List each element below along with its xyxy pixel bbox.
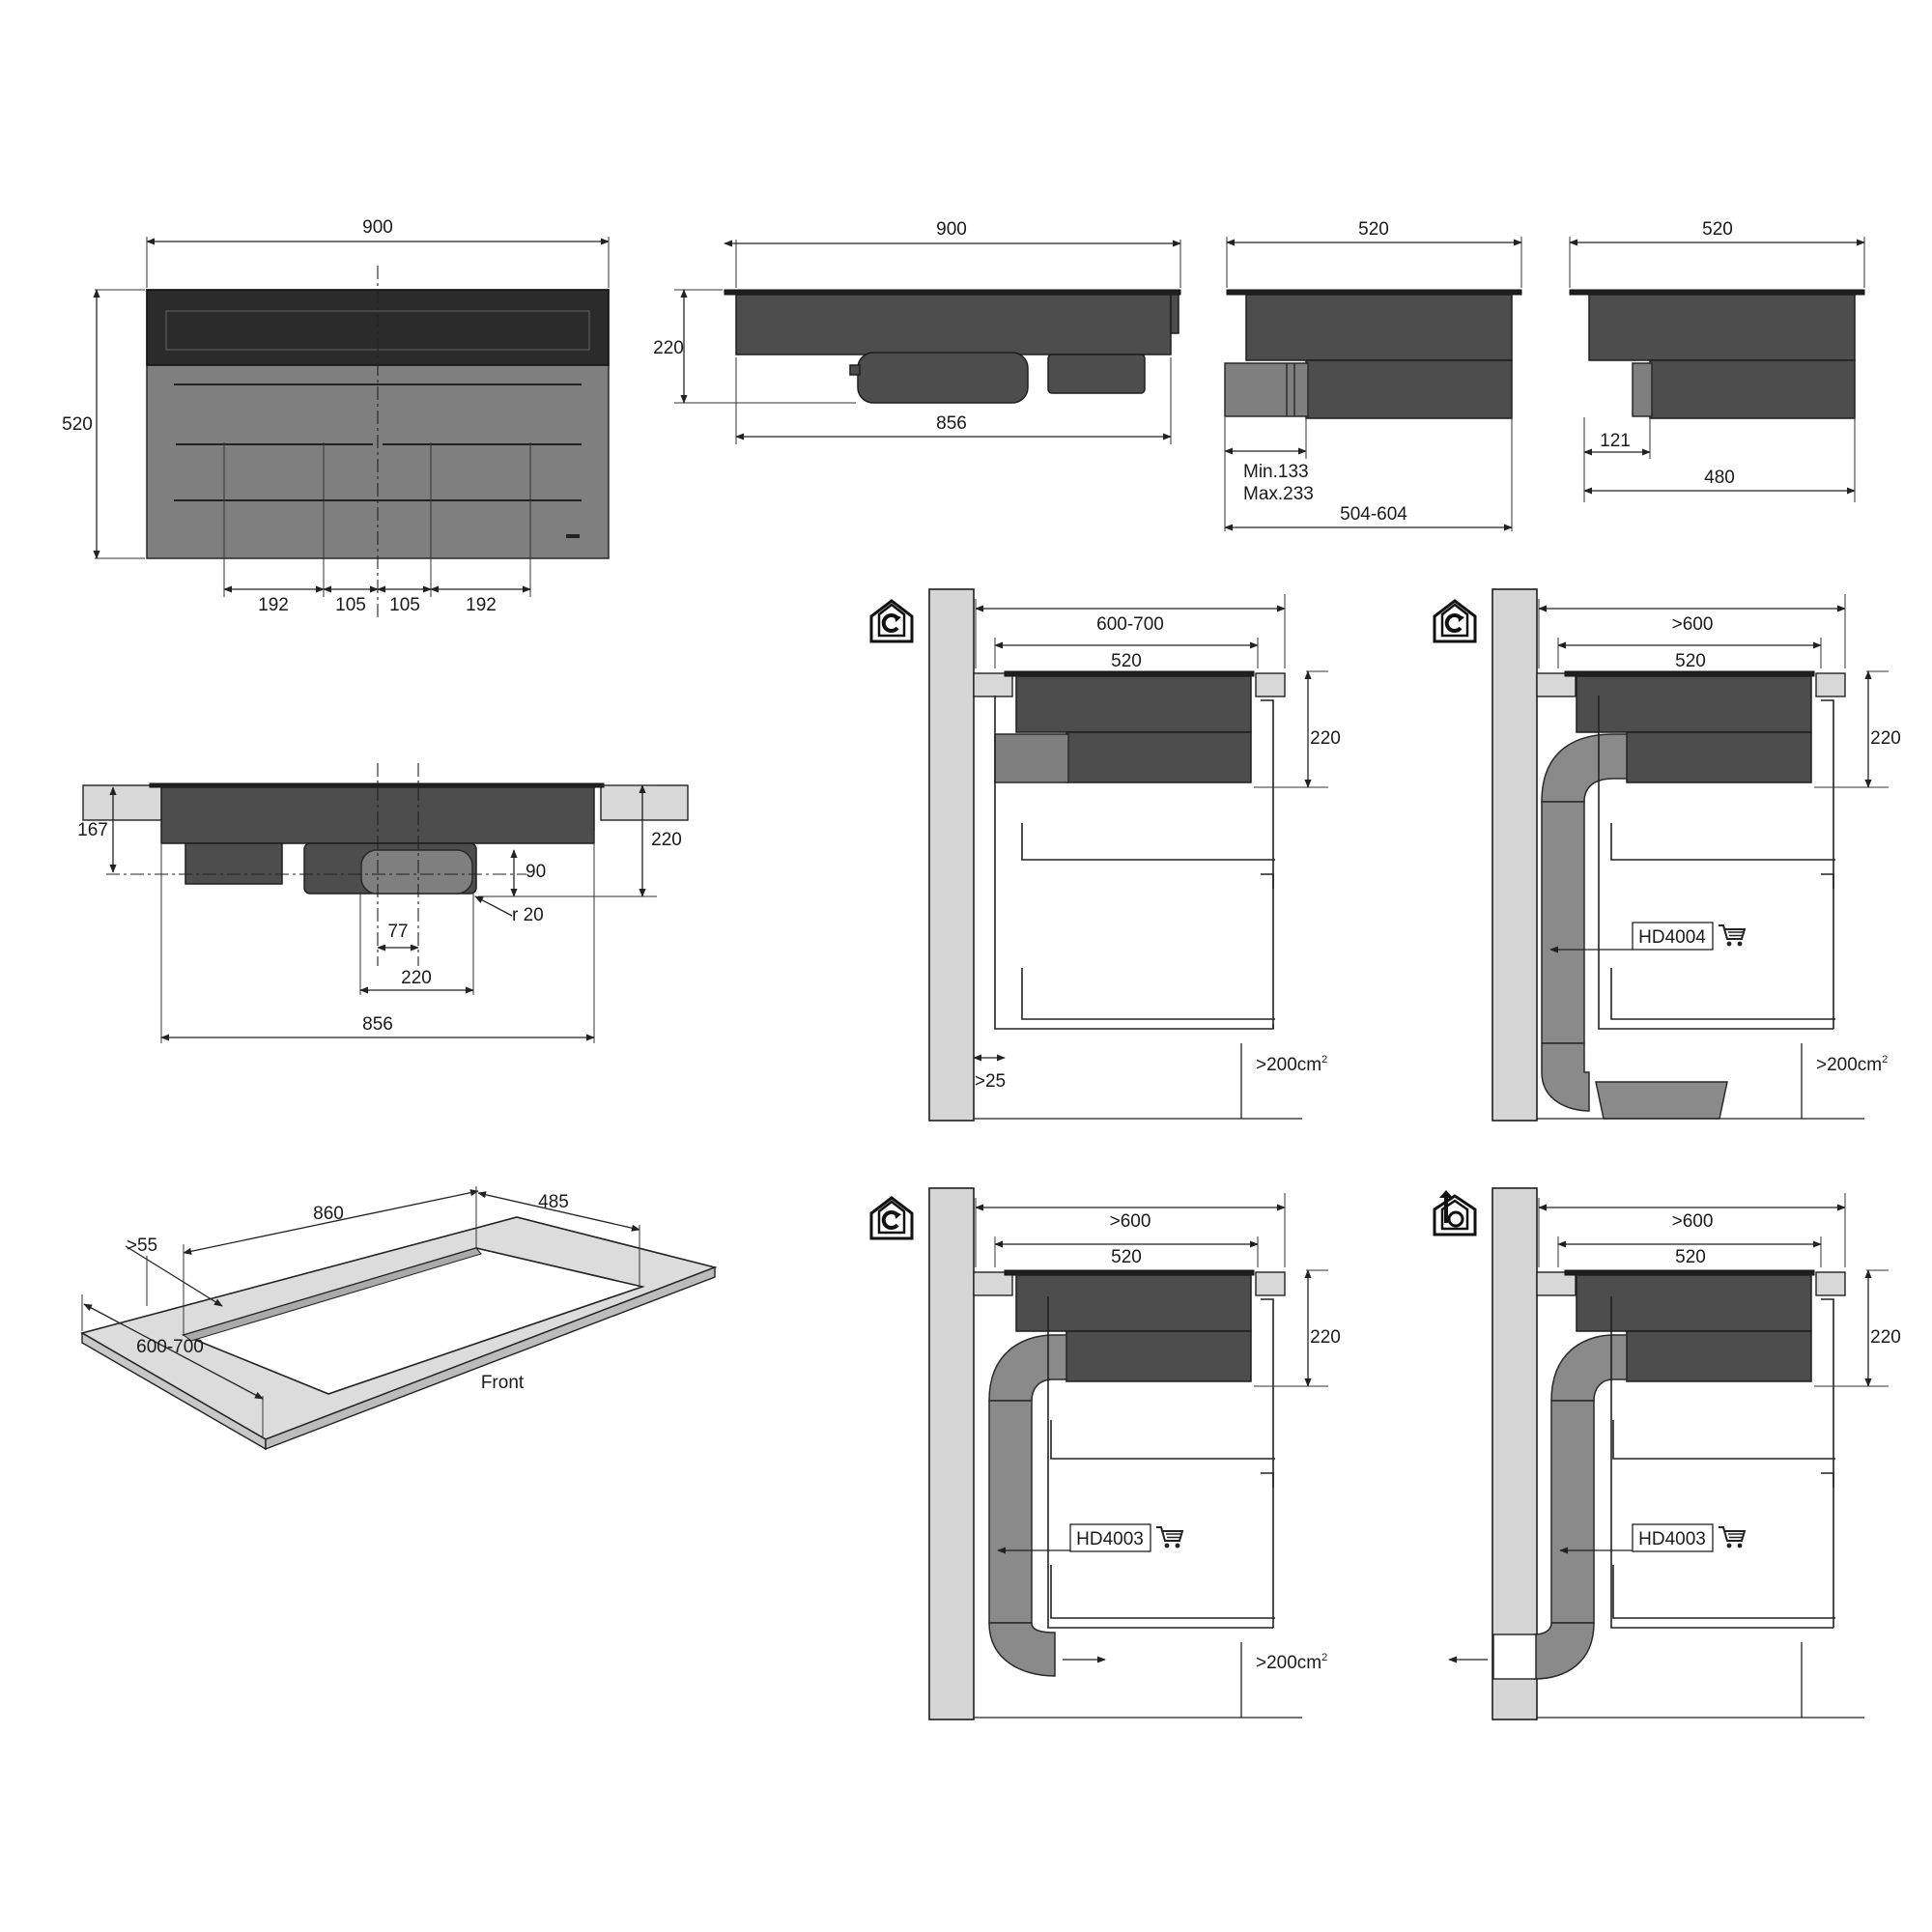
brand-logo [566, 534, 580, 538]
i1-vent-area: >200cm2 [1256, 1054, 1327, 1075]
i2-hob-depth: 520 [1675, 651, 1706, 671]
front-width-label: 900 [936, 219, 967, 240]
section-height-right: 220 [651, 830, 682, 850]
cutout-length-label: 860 [313, 1204, 344, 1224]
side-body-upper [1245, 294, 1513, 361]
worktop-right [600, 784, 689, 821]
section-fan-housing [360, 849, 473, 895]
i2-kit-code: HD4004 [1638, 927, 1706, 948]
i3-height: 220 [1310, 1327, 1341, 1348]
i2-height: 220 [1870, 728, 1901, 749]
side-adj-range-label: 504-604 [1340, 504, 1407, 525]
i3-hob-depth: 520 [1111, 1247, 1142, 1267]
section-radius: r 20 [512, 905, 544, 925]
i2-duct-elbow [1541, 733, 1628, 803]
zone-spacing-4: 192 [466, 595, 497, 615]
hob-body [735, 294, 1172, 355]
recirculation-house-icon [869, 1196, 914, 1240]
wall [928, 588, 975, 1122]
recirculation-house-icon [1433, 599, 1477, 643]
i2-vent-area: >200cm2 [1816, 1054, 1888, 1075]
i1-hob-body [1015, 675, 1252, 733]
zone-spacing-2: 105 [335, 595, 366, 615]
i3-cabinet-depth: >600 [1110, 1211, 1151, 1232]
section-fan-center: 77 [387, 922, 408, 942]
min-label: Min.133 [1243, 462, 1309, 482]
top-depth-label: 520 [62, 414, 93, 435]
fan-motor [857, 352, 1029, 404]
i4-duct-vertical [1550, 1400, 1595, 1624]
i3-vent-area: >200cm2 [1256, 1652, 1327, 1673]
shopping-cart-icon [1155, 1526, 1183, 1549]
adjustable-duct-outlet [1224, 362, 1309, 417]
i4-height: 220 [1870, 1327, 1901, 1348]
worktop-depth-label: 600-700 [136, 1337, 204, 1357]
front-view: 900 220 856 [653, 219, 1181, 444]
section-fan-offset: 90 [526, 862, 546, 882]
top-width-label: 900 [362, 217, 393, 238]
top-view: 900 520 192 105 105 192 [62, 217, 610, 618]
zone-spacing-3: 105 [389, 595, 420, 615]
cutout-depth-label: 485 [538, 1192, 569, 1212]
i1-hob-depth: 520 [1111, 651, 1142, 671]
section-fan-width: 220 [401, 968, 432, 988]
section-height-left: 167 [77, 820, 108, 840]
fixed-duct-outlet [1632, 362, 1653, 417]
i3-duct-vertical [988, 1400, 1033, 1624]
i3-duct-elbow [988, 1334, 1067, 1402]
i2-duct-vertical [1541, 801, 1585, 1044]
i1-cabinet-depth: 600-700 [1096, 614, 1164, 635]
side-fixed-offset-label: 121 [1600, 431, 1631, 451]
wall-outlet [1492, 1634, 1537, 1680]
i3-kit-code: HD4003 [1076, 1529, 1144, 1549]
side-fixed-base-label: 480 [1704, 468, 1735, 488]
i4-kit-code: HD4003 [1638, 1529, 1706, 1549]
i2-filter-box [1595, 1081, 1728, 1120]
i4-hob-depth: 520 [1675, 1247, 1706, 1267]
side-fixed-depth-label: 520 [1702, 219, 1733, 240]
recirculation-house-icon [869, 599, 914, 643]
install-exhaust-4: >600 520 220 HD4003 [1435, 1187, 1901, 1720]
side-view-fixed: 520 121 480 [1569, 219, 1865, 502]
front-label: Front [481, 1373, 525, 1393]
wall [1492, 1187, 1538, 1720]
wall [928, 1187, 975, 1720]
shopping-cart-icon [1718, 924, 1746, 948]
worktop-section: 167 220 90 r 20 77 220 856 [77, 763, 689, 1043]
front-margin-label: >55 [127, 1236, 157, 1256]
install-recirculation-3: >600 520 220 HD4003 >200cm2 [869, 1187, 1341, 1720]
exhaust-house-icon [1435, 1190, 1475, 1235]
front-height-label: 220 [653, 338, 684, 358]
side-view-adjustable: 520 Min.133 Max.233 504-604 [1224, 219, 1522, 531]
side-adj-depth-label: 520 [1358, 219, 1389, 240]
install-recirculation-2: >600 520 220 HD4004 >200cm2 [1433, 588, 1901, 1122]
wall [1492, 588, 1538, 1122]
shopping-cart-icon [1718, 1526, 1746, 1549]
worktop-left [82, 784, 163, 821]
cutout-perspective: 860 485 >55 600-700 Front [79, 1186, 718, 1451]
front-base-width-label: 856 [936, 413, 967, 434]
i1-height: 220 [1310, 728, 1341, 749]
section-base-width: 856 [362, 1014, 393, 1035]
install-recirculation-1: 600-700 520 220 >25 >200cm2 [869, 588, 1341, 1122]
max-label: Max.233 [1243, 484, 1314, 504]
i4-duct-elbow [1550, 1334, 1628, 1402]
i2-cabinet-depth: >600 [1672, 614, 1714, 635]
side-body-lower [1305, 359, 1513, 419]
power-unit [1047, 354, 1146, 394]
zone-spacing-1: 192 [258, 595, 289, 615]
i1-wall-gap: >25 [975, 1071, 1006, 1092]
i1-duct-outlet [994, 733, 1069, 783]
i4-cabinet-depth: >600 [1672, 1211, 1714, 1232]
